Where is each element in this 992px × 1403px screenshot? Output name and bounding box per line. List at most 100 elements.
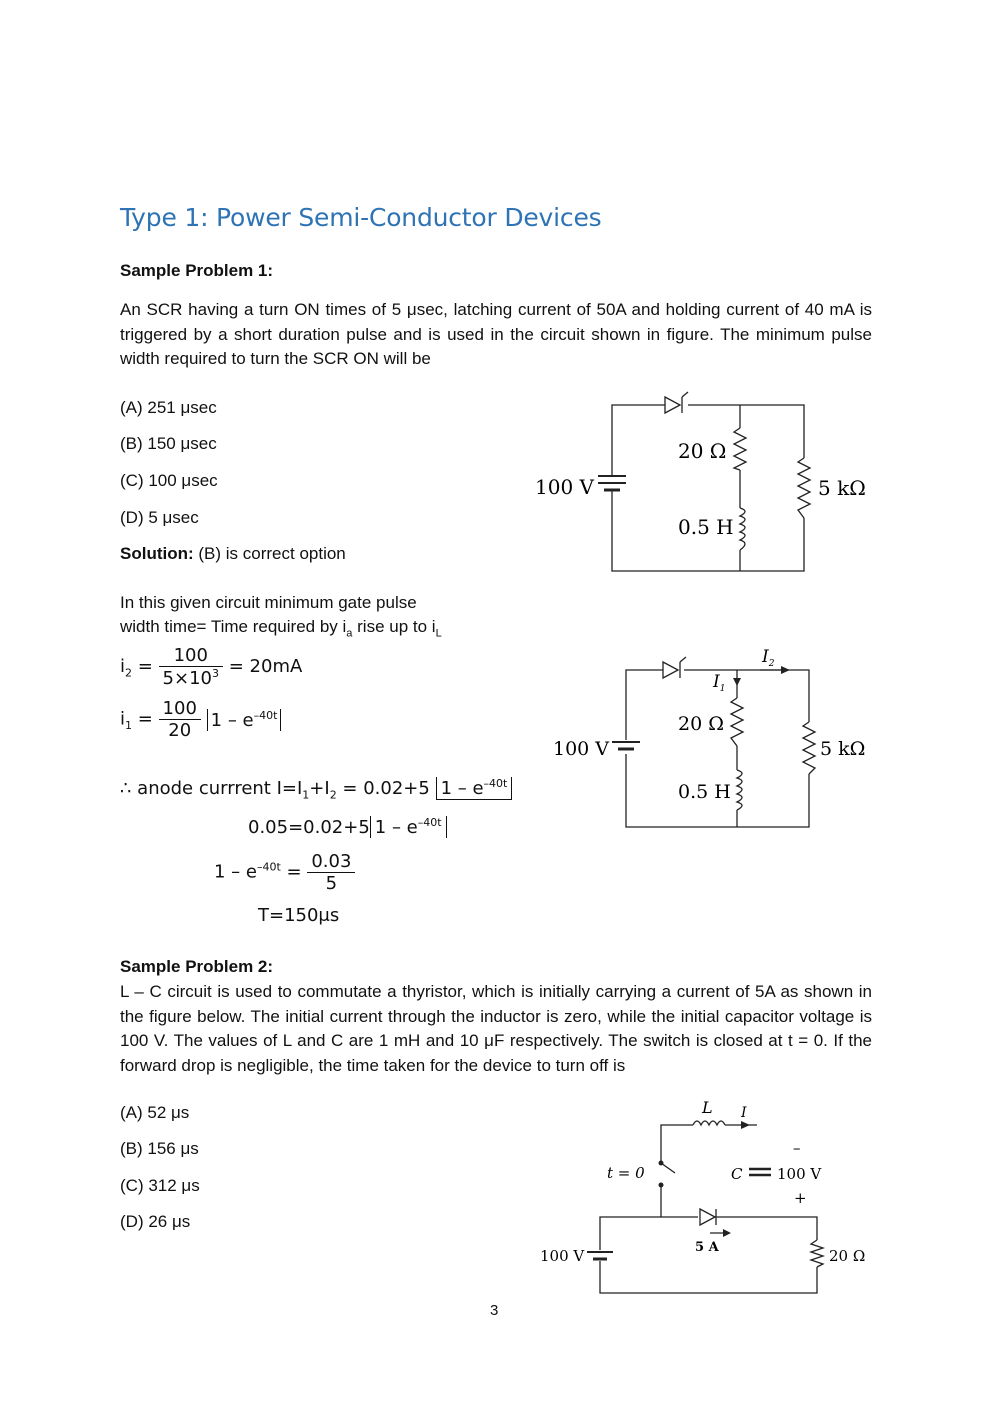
- explain-line2-text: width time= Time required by i: [120, 617, 347, 636]
- eq-i1-num: 100: [162, 698, 197, 719]
- fig3-wire-bottom: [599, 1261, 818, 1294]
- eq-anode-plus: +I: [309, 778, 330, 799]
- eq-i1-den: 20: [158, 719, 201, 741]
- fig3-wire-right: [715, 1216, 818, 1240]
- eq-i2-num: 100: [173, 645, 208, 666]
- fig1-scr-diode: [664, 395, 682, 415]
- eq-anode-bracket-sup: –40t: [483, 777, 508, 790]
- fig3-switch-contact-bottom: [658, 1182, 664, 1188]
- fig3-label-source: 100 V: [540, 1247, 585, 1265]
- fig3-inductor: [692, 1120, 726, 1127]
- fig1-wire-bottom: [611, 490, 805, 572]
- equation-anode-current: ∴ anode currrent I=I1+I2 = 0.02+5 1 – e–…: [120, 777, 513, 802]
- eq-line2-bracket-sup: –40t: [417, 816, 442, 829]
- problem2-text: L – C circuit is used to commutate a thy…: [120, 982, 872, 1075]
- fig1-label-r1: 20 Ω: [678, 439, 726, 463]
- eq-anode-eq: = 0.02+5: [336, 778, 430, 799]
- eq-anode-bracket: 1 – e–40t: [435, 777, 513, 800]
- fig2-inductor: [735, 769, 743, 811]
- fig2-wire-top: [684, 669, 810, 722]
- solution-text: (B) is correct option: [193, 544, 346, 563]
- equation-i2: i2 = 100 5×103 = 20mA: [120, 645, 303, 689]
- fig2-resistor-20: [729, 697, 745, 747]
- figure3-circuit: L I t = 0 C 100 V – + 100 V 5 A 20 Ω: [540, 1098, 865, 1294]
- fig2-resistor-5k: [801, 721, 817, 775]
- problem1-solution: Solution: (B) is correct option: [120, 544, 346, 564]
- fig3-label-minus: –: [793, 1139, 801, 1157]
- figure2-circuit: 100 V 20 Ω 0.5 H 5 kΩ I1 I2: [553, 647, 865, 828]
- problem1-text: An SCR having a turn ON times of 5 μsec,…: [120, 300, 872, 368]
- fig2-label-r1: 20 Ω: [678, 713, 724, 735]
- fig3-thyristor: [699, 1207, 717, 1227]
- eq-line2-bracket: 1 – e–40t: [369, 816, 447, 838]
- eq-i1-fraction: 100 20: [158, 698, 201, 741]
- eq-line3-den: 5: [307, 872, 356, 894]
- eq-anode-sub2: 2: [329, 788, 337, 802]
- eq-line3-num: 0.03: [311, 851, 352, 872]
- fig2-label-voltage: 100 V: [553, 738, 609, 760]
- problem2-option-b: (B) 156 μs: [120, 1139, 199, 1158]
- eq-anode-sub1: 1: [302, 788, 310, 802]
- eq-i2-lhs: i: [120, 656, 126, 677]
- fig2-label-inductor: 0.5 H: [678, 781, 731, 803]
- fig2-label-i1: I1: [712, 672, 725, 694]
- fig2-scr-gate: [679, 656, 687, 663]
- eq-i1-bracket-text: 1 – e: [210, 709, 254, 731]
- fig2-wire-left-top: [625, 669, 663, 740]
- equation-line3: 1 – e–40t = 0.03 5: [214, 851, 356, 894]
- eq-line2-prefix: 0.05=0.02+5: [248, 817, 370, 838]
- eq-i2-rhs: = 20mA: [228, 656, 303, 677]
- fig1-resistor-20: [732, 427, 748, 471]
- eq-i2-den-text: 5×10: [162, 668, 212, 689]
- fig3-label-capacitor: C: [731, 1165, 743, 1183]
- eq-i1-bracket-sup: –40t: [253, 708, 278, 722]
- fig3-label-resistor: 20 Ω: [829, 1247, 865, 1265]
- fig3-label-current: I: [740, 1105, 747, 1121]
- fig2-arrow-i2: [781, 666, 790, 674]
- fig3-label-cap-voltage: 100 V: [777, 1165, 822, 1183]
- fig1-scr-gate: [681, 391, 689, 398]
- fig3-label-plus: +: [794, 1189, 807, 1207]
- fig2-label-i2: I2: [761, 647, 775, 669]
- problem2-option-a: (A) 52 μs: [120, 1103, 190, 1122]
- explain-sub-l: L: [435, 627, 442, 640]
- explain-line1: In this given circuit minimum gate pulse: [120, 593, 417, 612]
- equation-line4: T=150μs: [258, 905, 340, 926]
- page-number: 3: [490, 1302, 499, 1319]
- fig3-wire-left: [599, 1216, 698, 1250]
- explain-mid: rise up to i: [352, 617, 436, 636]
- equation-i1: i1 = 100 20 1 – e–40t: [120, 698, 282, 741]
- fig1-resistor-5k: [796, 457, 812, 519]
- problem2-option-d: (D) 26 μs: [120, 1212, 191, 1231]
- fig1-wire-top: [688, 404, 805, 458]
- fig1-inductor: [738, 507, 746, 551]
- problem2-option-c: (C) 312 μs: [120, 1176, 200, 1195]
- fig1-label-voltage: 100 V: [535, 475, 595, 499]
- fig2-wire-bottom: [625, 754, 810, 828]
- eq-i2-den-sup: 3: [212, 667, 219, 680]
- fig2-scr-diode: [662, 660, 680, 680]
- eq-i2-sub: 2: [125, 666, 133, 680]
- eq-line3-fraction: 0.03 5: [307, 851, 356, 894]
- fig3-resistor: [808, 1239, 826, 1268]
- eq-anode-bracket-text: 1 – e: [440, 778, 484, 799]
- figure1-circuit: 100 V 20 Ω 0.5 H 5 kΩ: [535, 391, 866, 572]
- fig2-arrow-i1: [733, 678, 741, 686]
- problem1-title: Sample Problem 1:: [120, 261, 274, 280]
- eq-i1-bracket: 1 – e–40t: [206, 708, 282, 731]
- eq-line3-eq: =: [280, 861, 308, 883]
- fig1-wire-left-top: [611, 404, 665, 475]
- problem2-title: Sample Problem 2:: [120, 957, 274, 976]
- eq-i2-den: 5×103: [158, 666, 223, 689]
- explain-line2: width time= Time required by ia rise up …: [120, 617, 442, 639]
- solution-label: Solution:: [120, 544, 194, 563]
- problem1-option-c: (C) 100 μsec: [120, 471, 218, 490]
- eq-i1-sub: 1: [125, 719, 133, 733]
- problem1-option-a: (A) 251 μsec: [120, 398, 217, 417]
- fig2-label-r2: 5 kΩ: [820, 738, 865, 760]
- fig1-label-r2: 5 kΩ: [818, 476, 866, 500]
- fig3-wire-left-top: [660, 1124, 693, 1163]
- section-heading: Type 1: Power Semi-Conductor Devices: [120, 203, 602, 232]
- fig3-label-inductor: L: [701, 1098, 713, 1117]
